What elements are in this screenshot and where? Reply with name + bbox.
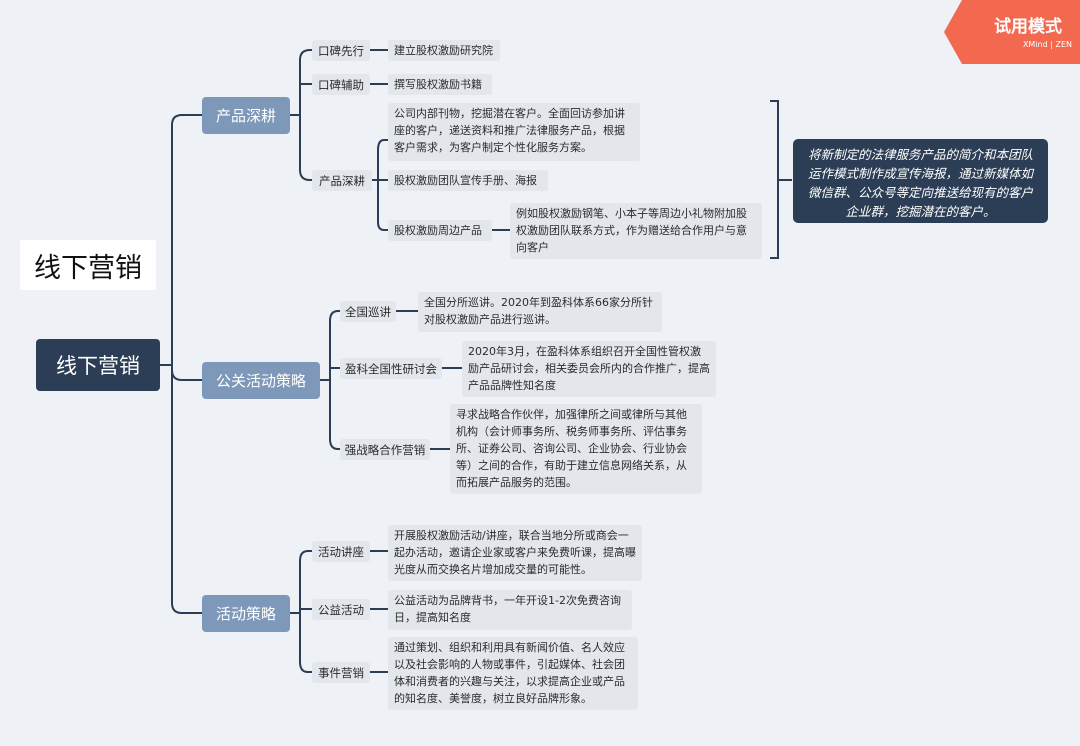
sub-topic[interactable]: 全国巡讲 — [340, 301, 396, 322]
trial-mode-label: 试用模式 — [994, 17, 1062, 37]
sub-topic[interactable]: 口碑辅助 — [312, 74, 370, 95]
branch-pr-strategy[interactable]: 公关活动策略 — [202, 362, 320, 399]
summary-callout[interactable]: 将新制定的法律服务产品的简介和本团队运作模式制作成宣传海报，通过新媒体如微信群、… — [793, 139, 1048, 223]
xmind-brand-label: XMind | ZEN — [1022, 40, 1072, 49]
leaf-topic[interactable]: 股权激励周边产品 — [388, 220, 492, 241]
branch-product-deepening[interactable]: 产品深耕 — [202, 97, 290, 134]
leaf-topic[interactable]: 通过策划、组织和利用具有新闻价值、名人效应以及社会影响的人物或事件，引起媒体、社… — [388, 637, 638, 710]
leaf-topic[interactable]: 公司内部刊物，挖掘潜在客户。全面回访参加讲座的客户，递送资料和推广法律服务产品，… — [388, 103, 640, 161]
leaf-topic[interactable]: 全国分所巡讲。2020年到盈科体系66家分所针对股权激励产品进行巡讲。 — [418, 292, 662, 332]
leaf-topic[interactable]: 寻求战略合作伙伴，加强律所之间或律所与其他机构（会计师事务所、税务师事务所、评估… — [450, 404, 702, 494]
branch-activity-strategy[interactable]: 活动策略 — [202, 595, 290, 632]
sub-topic[interactable]: 事件营销 — [312, 662, 370, 683]
sub-topic[interactable]: 口碑先行 — [312, 40, 370, 61]
sub-topic[interactable]: 活动讲座 — [312, 541, 370, 562]
trial-mode-badge[interactable]: 试用模式 XMind | ZEN — [944, 0, 1080, 64]
leaf-detail-topic[interactable]: 例如股权激励钢笔、小本子等周边小礼物附加股权激励团队联系方式，作为赠送给合作用户… — [510, 203, 762, 259]
root-topic[interactable]: 线下营销 — [36, 339, 160, 391]
floating-topic-title[interactable]: 线下营销 — [20, 240, 156, 290]
leaf-topic[interactable]: 股权激励团队宣传手册、海报 — [388, 170, 548, 191]
sub-topic[interactable]: 公益活动 — [312, 599, 370, 620]
leaf-topic[interactable]: 建立股权激励研究院 — [388, 40, 500, 61]
leaf-topic[interactable]: 公益活动为品牌背书，一年开设1-2次免费咨询日，提高知名度 — [388, 590, 632, 630]
leaf-topic[interactable]: 2020年3月，在盈科体系组织召开全国性管权激励产品研讨会，相关委员会所内的合作… — [462, 341, 716, 397]
sub-topic[interactable]: 盈科全国性研讨会 — [340, 358, 442, 379]
badge-shape — [944, 0, 1080, 64]
sub-topic[interactable]: 产品深耕 — [312, 170, 372, 191]
leaf-topic[interactable]: 撰写股权激励书籍 — [388, 74, 492, 95]
leaf-topic[interactable]: 开展股权激励活动/讲座，联合当地分所或商会一起办活动，邀请企业家或客户来免费听课… — [388, 525, 642, 581]
sub-topic[interactable]: 强战略合作营销 — [340, 439, 430, 460]
